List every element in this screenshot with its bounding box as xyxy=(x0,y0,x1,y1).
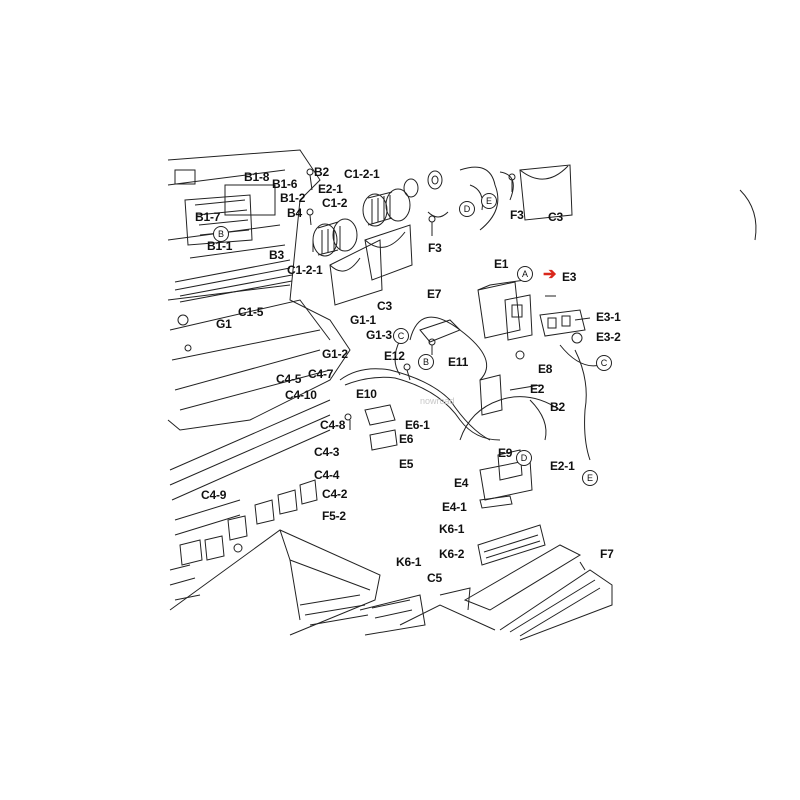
part-label-c5: C5 xyxy=(427,571,442,585)
part-label-c4-7: C4-7 xyxy=(308,367,334,381)
scroll-housings xyxy=(329,164,573,306)
part-label-c4-4: C4-4 xyxy=(314,468,340,482)
part-label-b1-1: B1-1 xyxy=(207,239,233,253)
connector-marker-e-bottom: E xyxy=(582,470,598,486)
part-label-e6-1: E6-1 xyxy=(405,418,430,432)
part-label-f5-2: F5-2 xyxy=(322,509,346,523)
part-label-e1: E1 xyxy=(494,257,509,271)
part-label-f3-mid: F3 xyxy=(428,241,442,255)
control-box xyxy=(477,279,591,344)
mounting-plate xyxy=(479,449,533,509)
shaft-rods xyxy=(174,244,293,352)
part-label-c4-10: C4-10 xyxy=(285,388,317,402)
part-label-b2-top: B2 xyxy=(314,165,329,179)
part-label-k6-2: K6-2 xyxy=(439,547,465,561)
part-label-b1-7: B1-7 xyxy=(195,210,221,224)
louver-row xyxy=(169,399,331,601)
watermark: nowroad xyxy=(420,396,455,406)
part-label-k6-1-bottom: K6-1 xyxy=(396,555,422,569)
part-label-g1-2: G1-2 xyxy=(322,347,348,361)
part-label-e12: E12 xyxy=(384,349,405,363)
part-label-e7: E7 xyxy=(427,287,442,301)
part-label-c1-2: C1-2 xyxy=(322,196,348,210)
part-label-b3: B3 xyxy=(269,248,284,262)
part-label-k6-1-right: K6-1 xyxy=(439,522,465,536)
part-label-g1-1: G1-1 xyxy=(350,313,376,327)
bearing-brackets xyxy=(459,166,757,241)
connector-marker-e-top: E xyxy=(481,193,497,209)
part-label-e6: E6 xyxy=(399,432,414,446)
connector-marker-b: B xyxy=(213,226,229,242)
wire-harness xyxy=(339,316,601,461)
highlight-arrow-icon: ➔ xyxy=(543,266,557,283)
part-label-f3-top: F3 xyxy=(510,208,524,222)
part-label-c4-2: C4-2 xyxy=(322,487,348,501)
part-label-b1-8: B1-8 xyxy=(244,170,270,184)
part-label-g1-3: G1-3 xyxy=(366,328,392,342)
part-label-b4: B4 xyxy=(287,206,302,220)
part-label-e3-2: E3-2 xyxy=(596,330,621,344)
part-label-b1-6: B1-6 xyxy=(272,177,298,191)
part-label-c1-5: C1-5 xyxy=(238,305,264,319)
connector-marker-a: A xyxy=(517,266,533,282)
part-label-c3-top: C3 xyxy=(548,210,563,224)
part-label-b2-mid: B2 xyxy=(550,400,565,414)
blower-wheels xyxy=(312,170,443,257)
part-label-e2-1-mid: E2-1 xyxy=(550,459,575,473)
part-label-e4-1: E4-1 xyxy=(442,500,467,514)
part-label-f7: F7 xyxy=(600,547,614,561)
part-label-c4-3: C4-3 xyxy=(314,445,340,459)
part-label-e2: E2 xyxy=(530,382,545,396)
part-label-c3-mid: C3 xyxy=(377,299,392,313)
part-label-e5: E5 xyxy=(399,457,414,471)
part-label-e3: E3 xyxy=(562,270,577,284)
connector-marker-d-mid: D xyxy=(516,450,532,466)
part-label-c4-8: C4-8 xyxy=(320,418,346,432)
part-label-g1: G1 xyxy=(216,317,232,331)
part-label-e10: E10 xyxy=(356,387,377,401)
connector-marker-d-top: D xyxy=(459,201,475,217)
front-panel xyxy=(169,524,613,641)
part-label-e8: E8 xyxy=(538,362,553,376)
part-label-e3-1: E3-1 xyxy=(596,310,621,324)
part-label-c4-5: C4-5 xyxy=(276,372,302,386)
part-label-e4: E4 xyxy=(454,476,469,490)
chassis-frame xyxy=(167,149,351,431)
connector-marker-c-left: C xyxy=(393,328,409,344)
connector-marker-c-right: C xyxy=(596,355,612,371)
part-label-b1-2: B1-2 xyxy=(280,191,306,205)
part-label-c4-9: C4-9 xyxy=(201,488,227,502)
part-label-c1-2-1-mid: C1-2-1 xyxy=(287,263,323,277)
connector-marker-b-mid: B xyxy=(418,354,434,370)
part-label-c1-2-1-top: C1-2-1 xyxy=(344,167,380,181)
part-label-e11: E11 xyxy=(448,355,469,369)
part-label-e9: E9 xyxy=(498,446,513,460)
part-label-e2-1-top: E2-1 xyxy=(318,182,343,196)
screws xyxy=(306,168,516,430)
